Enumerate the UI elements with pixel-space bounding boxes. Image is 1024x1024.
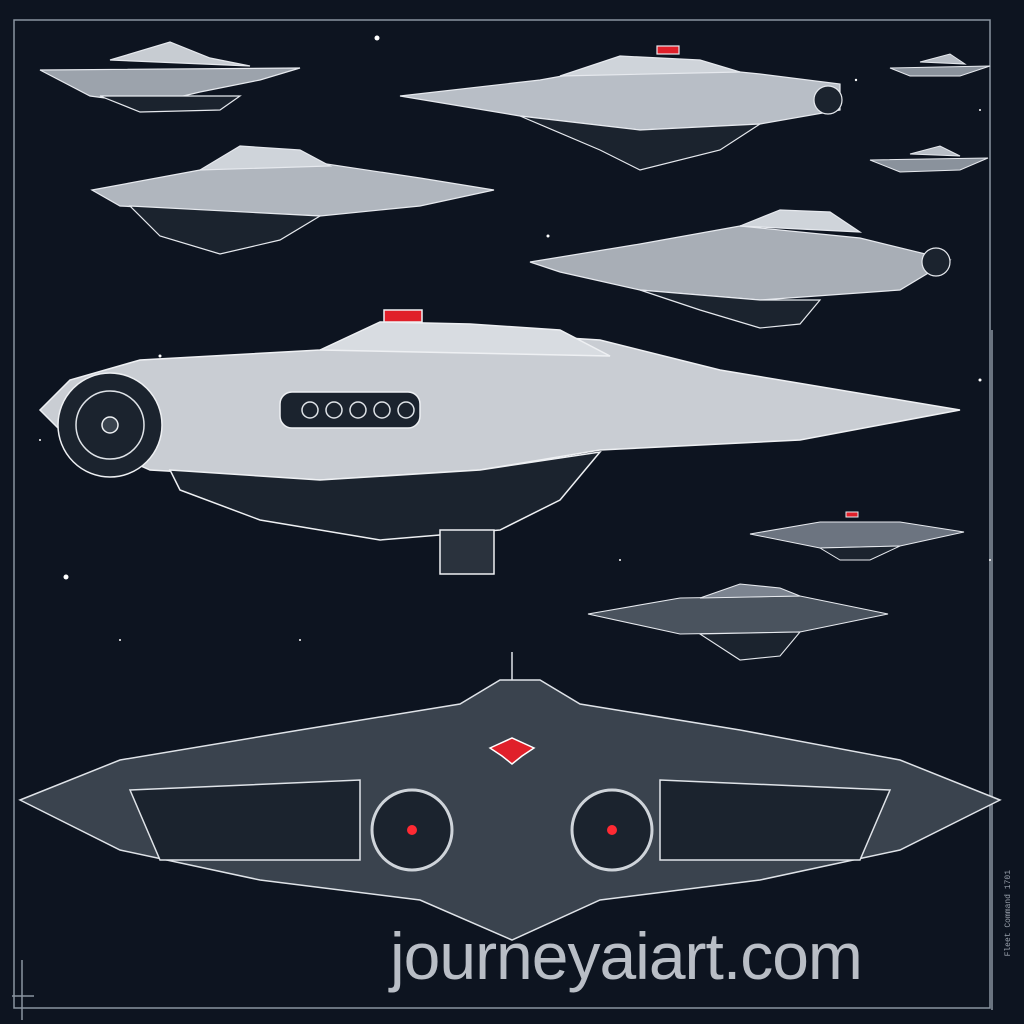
ship-main-flagship [38, 309, 961, 575]
blueprint-frame [12, 19, 993, 1020]
ship-saucer-lower-right [587, 583, 889, 661]
ship-front-view-carrier [18, 652, 1002, 941]
ship-tiny-top-right [889, 53, 991, 77]
ship-cruiser-mid-right [529, 209, 952, 329]
ship-tiny-right [869, 145, 989, 173]
ship-small-cruiser-top-left [39, 41, 301, 113]
ship-cruiser-mid-left [90, 145, 495, 255]
watermark-text: journeyaiart.com [390, 919, 863, 993]
ship-small-saucer-right [749, 511, 965, 561]
side-label: Fleet Command 1701 [1004, 870, 1013, 957]
ship-long-cruiser-top-center [399, 45, 843, 171]
